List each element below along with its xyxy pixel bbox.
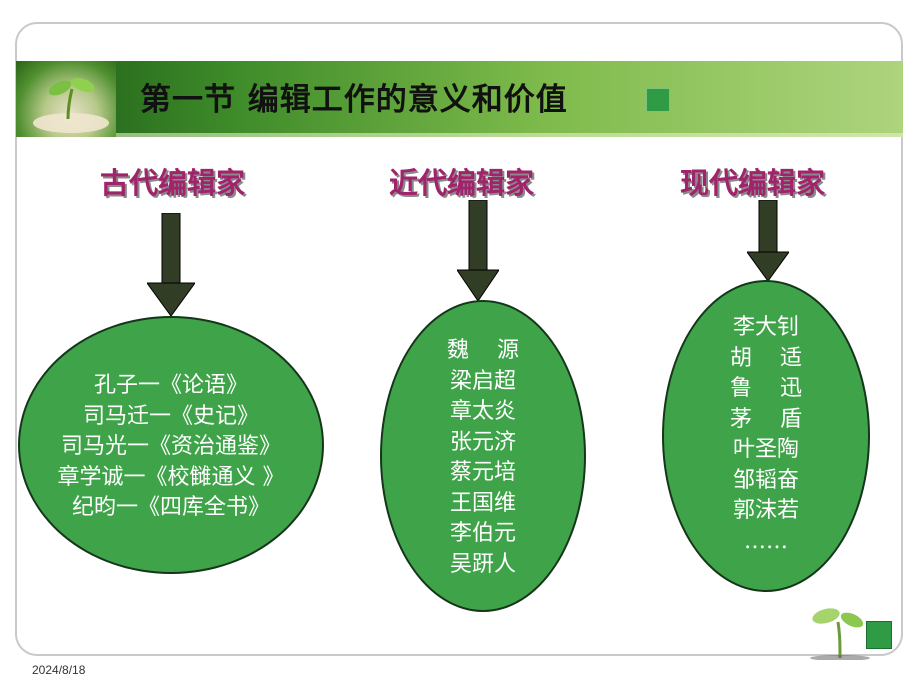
modern-editors-list: 魏 源 梁启超 章太炎 张元济 蔡元培 王国维 李伯元 吴趼人 xyxy=(380,336,586,580)
list-item: 叶圣陶 xyxy=(732,437,799,462)
list-item: 蔡元培 xyxy=(449,460,516,485)
sprout-hand-image xyxy=(16,61,116,137)
slide-title: 第一节 编辑工作的意义和价值 xyxy=(140,82,568,118)
list-item: 李大钊 xyxy=(732,315,799,340)
list-item: 纪昀一《四库全书》 xyxy=(71,495,270,520)
arrow-down-icon xyxy=(457,200,499,302)
arrow-down-icon xyxy=(747,200,789,282)
title-square-icon xyxy=(646,88,670,112)
list-item: 邹韬奋 xyxy=(732,467,799,493)
contemporary-editors-ellipse xyxy=(662,280,870,592)
list-item: 王国维 xyxy=(449,490,516,516)
list-item: 梁启超 xyxy=(449,368,516,394)
ancient-editors-ellipse xyxy=(18,316,324,574)
list-item: 李伯元 xyxy=(449,521,516,546)
list-item: 孔子一《论语》 xyxy=(93,373,248,398)
list-item: 章学诚一《校雠通义 》 xyxy=(57,464,285,490)
list-item: …… xyxy=(744,528,788,554)
list-item: 司马光一《资治通鉴》 xyxy=(60,434,281,459)
heading-modern-editors: 近代编辑家 xyxy=(389,166,535,200)
modern-editors-ellipse xyxy=(380,300,586,612)
list-item: 魏 源 xyxy=(447,338,519,363)
sprout-icon xyxy=(810,608,870,660)
list-item: 张元济 xyxy=(449,429,516,455)
list-item: 吴趼人 xyxy=(449,551,516,577)
slide-date: 2024/8/18 xyxy=(32,663,86,677)
heading-contemporary-editors: 现代编辑家 xyxy=(680,166,826,200)
list-item: 章太炎 xyxy=(449,399,516,424)
arrow-down-icon xyxy=(147,213,195,317)
corner-square-icon xyxy=(866,621,892,649)
list-item: 胡 适 xyxy=(730,345,802,371)
list-item: 鲁 迅 xyxy=(730,376,802,401)
heading-ancient-editors: 古代编辑家 xyxy=(100,166,246,200)
list-item: 郭沫若 xyxy=(732,498,799,523)
title-bar xyxy=(16,61,903,137)
contemporary-editors-list: 李大钊 胡 适 鲁 迅 茅 盾 叶圣陶 邹韬奋 郭沫若 …… xyxy=(662,313,870,557)
list-item: 司马迁一《史记》 xyxy=(82,403,259,429)
list-item: 茅 盾 xyxy=(730,406,802,432)
ancient-editors-list: 孔子一《论语》 司马迁一《史记》 司马光一《资治通鉴》 章学诚一《校雠通义 》 … xyxy=(18,371,324,524)
